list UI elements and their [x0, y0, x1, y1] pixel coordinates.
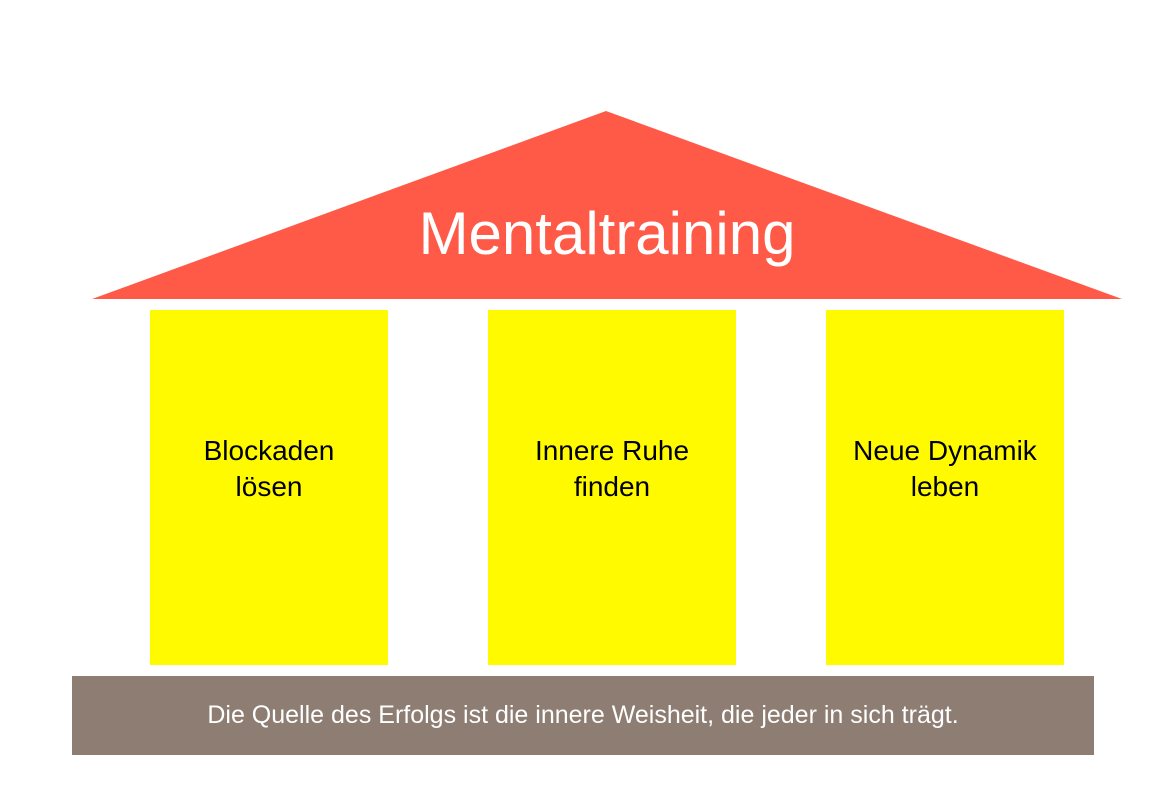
foundation-base: Die Quelle des Erfolgs ist die innere We…	[72, 676, 1094, 755]
pillar-label-line1: Blockaden	[203, 434, 335, 466]
pillar-neue-dynamik-leben: Neue Dynamik leben	[826, 310, 1064, 665]
roof-title: Mentaltraining	[418, 200, 796, 267]
roof-shape	[92, 111, 1122, 299]
pillar-label-line1: Innere Ruhe	[534, 434, 690, 466]
pillar-label-line2: lösen	[235, 470, 303, 502]
pillar-blockaden-loesen: Blockaden lösen	[150, 310, 388, 665]
roof-triangle	[92, 111, 1122, 299]
pillar-label-line1: Neue Dynamik	[853, 434, 1037, 466]
pillar-innere-ruhe-finden: Innere Ruhe finden	[488, 310, 736, 665]
pillar-label-line2: leben	[910, 470, 980, 502]
foundation-text: Die Quelle des Erfolgs ist die innere We…	[207, 701, 959, 729]
pillar-label-line2: finden	[573, 470, 651, 502]
